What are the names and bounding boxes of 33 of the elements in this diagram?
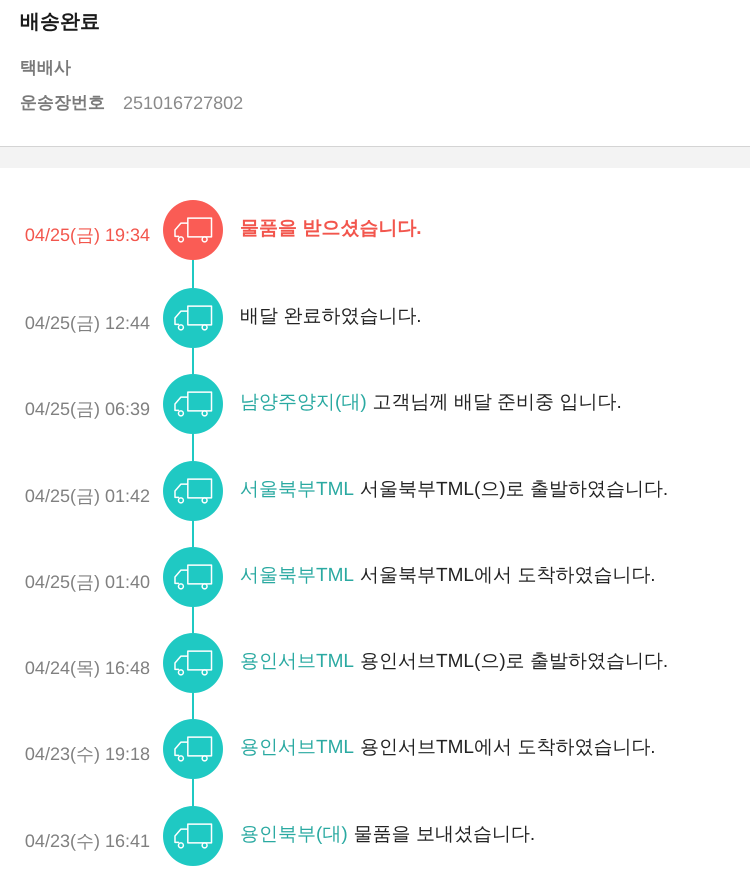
status-message: 서울북부TML에서 도착하였습니다. <box>360 564 656 588</box>
location-name: 용인서브TML <box>240 650 354 674</box>
tracking-number: 251016727802 <box>123 92 244 115</box>
timestamp: 04/25(금) 01:40 <box>24 571 150 594</box>
location-name: 서울북부TML <box>240 478 354 502</box>
location-name: 용인서브TML <box>240 736 354 760</box>
timestamp: 04/25(금) 01:42 <box>24 485 150 508</box>
timestamp: 04/23(수) 16:41 <box>24 830 150 853</box>
connector-line <box>192 607 194 633</box>
location-name: 용인북부(대) <box>240 823 348 847</box>
connector-line <box>192 260 194 288</box>
connector-line <box>192 779 194 806</box>
connector-line <box>192 693 194 719</box>
timestamp: 04/23(수) 19:18 <box>24 743 150 766</box>
title: 배송완료 <box>20 10 100 35</box>
timestamp: 04/24(목) 16:48 <box>24 657 150 680</box>
field-label: 택배사 <box>20 57 71 79</box>
status-message: 서울북부TML(으)로 출발하였습니다. <box>360 478 668 502</box>
timestamp: 04/25(금) 19:34 <box>24 224 150 247</box>
status-message: 물품을 받으셨습니다. <box>240 217 422 241</box>
status-message: 배달 완료하였습니다. <box>240 305 422 329</box>
timestamp: 04/25(금) 06:39 <box>24 398 150 421</box>
connector-line <box>192 521 194 547</box>
status-message: 용인서브TML에서 도착하였습니다. <box>360 736 656 760</box>
location-name: 서울북부TML <box>240 564 354 588</box>
status-message: 용인서브TML(으)로 출발하였습니다. <box>360 650 668 674</box>
field-label: 운송장번호 <box>20 92 105 114</box>
connector-line <box>192 434 194 461</box>
timestamp: 04/25(금) 12:44 <box>24 312 150 335</box>
location-name: 남양주양지(대) <box>240 391 367 415</box>
status-message: 고객님께 배달 준비중 입니다. <box>372 391 622 415</box>
status-message: 물품을 보내셨습니다. <box>354 823 536 847</box>
connector-line <box>192 348 194 374</box>
